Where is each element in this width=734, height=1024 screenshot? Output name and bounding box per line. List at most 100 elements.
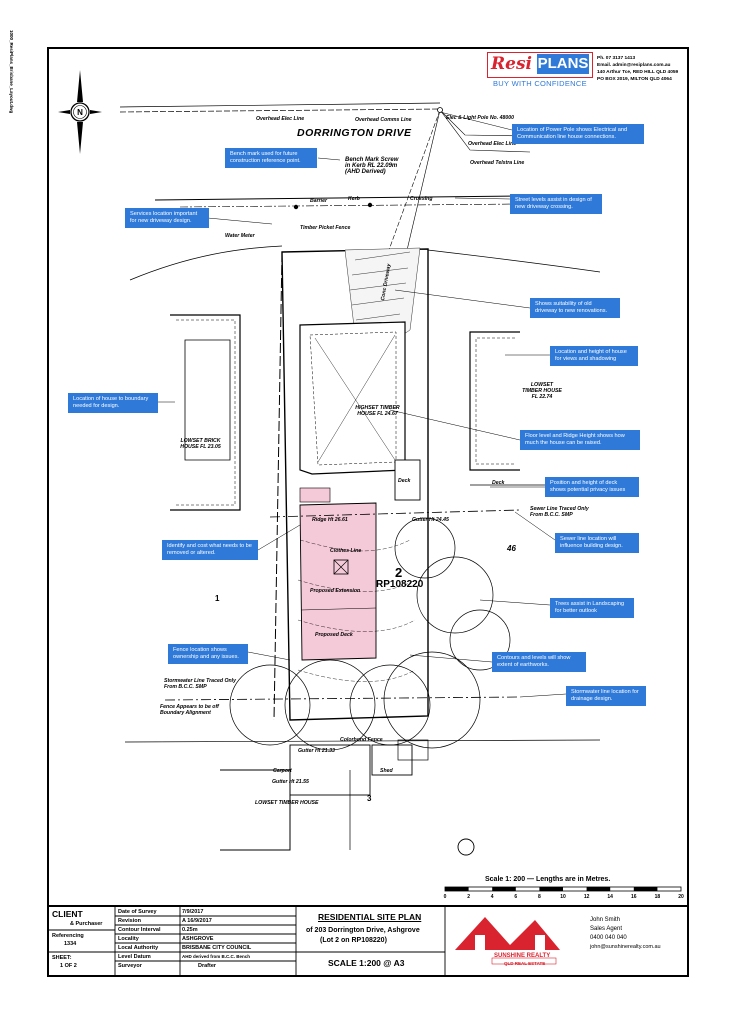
callout-old-driveway: Shows suitability of old driveway to new… [530, 298, 620, 318]
scale-tick: 18 [654, 894, 661, 900]
callout-street-levels: Street levels assist in design of new dr… [510, 194, 602, 214]
datum-label: Level Datum [118, 954, 151, 960]
scale-bar [444, 886, 682, 892]
label-carport: Carport [273, 768, 292, 774]
agent-role: Sales Agent [590, 926, 623, 932]
plan-title: RESIDENTIAL SITE PLAN [318, 912, 422, 922]
drawing-frame [47, 47, 689, 977]
plan-address: of 203 Dorrington Drive, Ashgrove [306, 927, 420, 934]
scale-tick: 4 [490, 894, 494, 900]
callout-contours: Contours and levels will show extent of … [492, 652, 586, 672]
label-deck: Deck [398, 478, 411, 484]
label-deck-right: Deck [492, 480, 505, 486]
label-crossing: Crossing [410, 196, 433, 202]
label-lot-1: 1 [215, 594, 220, 603]
locality-value: ASHGROVE [182, 936, 214, 942]
callout-remove-alter: Identify and cost what needs to be remov… [162, 540, 258, 560]
agent-email[interactable]: john@sunshinerealty.com.au [590, 944, 661, 950]
scale-tick: 20 [678, 894, 684, 900]
label-gutter-ht-3: Gutter Ht 21.55 [272, 779, 309, 785]
callout-floor-level: Floor level and Ridge Height shows how m… [520, 430, 640, 450]
contact-block: Ph. 07 3137 1413 Email. admin@resiplans.… [597, 55, 687, 83]
north-arrow-icon: N [58, 70, 102, 154]
label-rp: RP108220 [376, 579, 424, 590]
client-value: & Purchaser [70, 921, 103, 927]
callout-sewer-line: Sewer line location will influence build… [555, 533, 639, 553]
label-colorbond-fence: Colorbond Fence [340, 737, 383, 743]
date-survey-label: Date of Survey [118, 909, 157, 915]
label-proposed-deck: Proposed Deck [315, 632, 353, 638]
plan-scale: SCALE 1:200 @ A3 [328, 958, 405, 968]
drafter-label: Drafter [198, 963, 217, 969]
agency-sub: QLD REAL ESTATE [504, 961, 546, 966]
scale-tick: 8 [538, 894, 541, 900]
highset-house [299, 321, 406, 475]
locality-label: Locality [118, 936, 139, 942]
contact-address: 140 Arthur Tce, RED HILL QLD 4059 [597, 70, 679, 75]
sheet-label: SHEET: [52, 955, 72, 961]
street-name: DORRINGTON DRIVE [297, 127, 412, 139]
revision-label: Revision [118, 918, 141, 924]
label-lowset-timber-bottom: LOWSET TIMBER HOUSE [255, 800, 319, 806]
resiplans-logo: Resi PLANS BUY WITH CONFIDENCE [487, 52, 593, 92]
label-overhead-elec-line: Overhead Elec Line [468, 141, 517, 147]
sunshine-realty-logo-icon [455, 917, 560, 965]
label-water-meter: Water Meter [225, 233, 255, 239]
label-fence-appears: Fence Appears to be off Boundary Alignme… [160, 704, 219, 716]
contact-phone: Ph. 07 3137 1413 [597, 56, 636, 61]
callout-bench-mark: Bench mark used for future construction … [225, 148, 317, 168]
logo-plans-text: PLANS [537, 54, 589, 74]
contact-email: Email. admin@resiplans.com.au [597, 63, 671, 68]
label-barrier: Barrier [310, 198, 328, 204]
ref-value: 1334 [64, 941, 77, 947]
callout-services: Services location important for new driv… [125, 208, 209, 228]
logo-resi-text: Resi [491, 54, 532, 74]
scale-tick: 2 [467, 894, 470, 900]
label-lowset-timber-right: LOWSET TIMBER HOUSE FL 22.74 [522, 382, 562, 400]
label-gutter-ht-2: Gutter Ht 21.33 [298, 748, 335, 754]
scale-bar-label: Scale 1: 200 — Lengths are in Metres. [485, 876, 611, 883]
datum-value: AHD derived from B.C.C. Bench [182, 954, 251, 959]
label-gutter-ht: Gutter Ht 24.45 [412, 517, 449, 523]
label-stormwater-line: Stormwater Line Traced Only From B.C.C. … [164, 678, 236, 690]
callout-house-height: Location and height of house for views a… [550, 346, 638, 366]
sheet-value: 1 OF 2 [60, 963, 77, 969]
label-lot-2: 2 [395, 565, 403, 580]
scale-tick: 0 [443, 894, 447, 900]
ref-label: Referencing [52, 933, 84, 939]
authority-label: Local Authority [118, 945, 159, 951]
label-lot-3: 3 [367, 794, 372, 803]
svg-text:N: N [77, 108, 83, 117]
scale-tick: 6 [514, 894, 518, 900]
label-bench-mark: Bench Mark Screw in Kerb RL 22.09m (AHD … [345, 157, 399, 175]
agent-phone[interactable]: 0400 040 040 [590, 935, 627, 941]
contour-label: Contour Interval [118, 927, 161, 933]
label-overhead-comms: Overhead Comms Line [355, 117, 412, 123]
contact-po-box: PO BOX 2019, MILTON QLD 4064 [597, 77, 672, 82]
callout-house-boundary: Location of house to boundary needed for… [68, 393, 158, 413]
label-shed: Shed [380, 768, 393, 774]
agent-name: John Smith [590, 917, 621, 923]
label-overhead-elec: Overhead Elec Line [256, 116, 305, 122]
label-overhead-telstra: Overhead Telstra Line [470, 160, 525, 166]
plan-lot: (Lot 2 on RP108220) [320, 937, 387, 944]
scale-tick: 14 [607, 894, 613, 900]
title-block: CLIENT & Purchaser Referencing 1334 SHEE… [48, 905, 688, 978]
scale-tick: 16 [631, 894, 637, 900]
revision-value: A 16/9/2017 [182, 918, 212, 924]
label-lot-46: 46 [507, 544, 516, 553]
callout-stormwater: Stormwater line location for drainage de… [566, 686, 646, 706]
label-timber-fence: Timber Picket Fence [300, 225, 351, 231]
date-survey-value: 7/9/2017 [182, 909, 204, 915]
label-proposed-extension: Proposed Extension [310, 588, 361, 594]
scale-tick: 12 [583, 894, 590, 900]
callout-fence: Fence location shows ownership and any i… [168, 644, 248, 664]
logo-tagline: BUY WITH CONFIDENCE [493, 79, 587, 88]
authority-value: BRISBANE CITY COUNCIL [182, 945, 252, 951]
agency-name: SUNSHINE REALTY [494, 953, 551, 959]
label-ridge-ht: Ridge Ht 26.61 [312, 517, 348, 523]
label-lowset-brick: LOWSET BRICK HOUSE FL 23.05 [180, 438, 221, 450]
label-clothes-line: Clothes Line [330, 548, 362, 554]
label-elec-pole: Elec & Light Pole No. 48000 [446, 115, 515, 121]
